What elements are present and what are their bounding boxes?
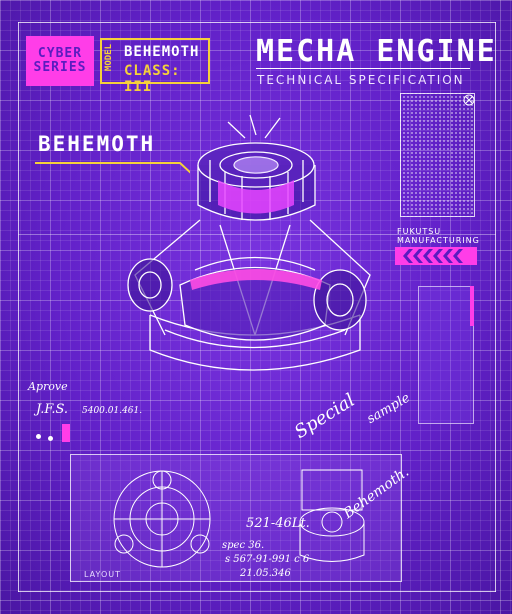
chevron-arrows-icon bbox=[395, 247, 477, 265]
frame-top bbox=[18, 22, 496, 23]
layout-panel bbox=[70, 454, 402, 582]
approval-initials: J.F.S. bbox=[36, 402, 69, 417]
layout-drawing bbox=[113, 470, 211, 568]
marker-dot bbox=[36, 434, 41, 439]
layout-label: LAYOUT bbox=[84, 570, 121, 579]
manufacturer-label: FUKUTSU MANUFACTURING bbox=[397, 227, 487, 245]
manufacturer-line2: MANUFACTURING bbox=[397, 236, 480, 245]
specs-note: spec 36. bbox=[222, 540, 265, 551]
frame-left bbox=[18, 22, 19, 592]
page-subtitle: TECHNICAL SPECIFICATION bbox=[257, 73, 465, 87]
side-title-underline bbox=[35, 162, 190, 174]
model-tag: MODEL bbox=[104, 44, 114, 72]
series-badge: CYBER SERIES bbox=[26, 36, 94, 86]
frame-bottom bbox=[18, 591, 496, 592]
side-view-drawing bbox=[299, 469, 365, 562]
model-name: BEHEMOTH bbox=[124, 44, 200, 60]
series-badge-line2: SERIES bbox=[33, 60, 87, 75]
date-note: 21.05.346 bbox=[240, 568, 291, 579]
approve-note: Aprove bbox=[28, 380, 68, 393]
frame-right bbox=[495, 22, 496, 592]
model-class: CLASS: III bbox=[124, 63, 181, 95]
close-icon bbox=[463, 94, 475, 106]
title-underline bbox=[256, 68, 470, 69]
frame-divider bbox=[18, 234, 496, 235]
side-title: BEHEMOTH bbox=[38, 132, 156, 156]
model-box: MODEL BEHEMOTH CLASS: III bbox=[100, 38, 210, 95]
code-note: 521-46Lt. bbox=[246, 516, 310, 531]
serial-note: s 567-91-991 c 6 bbox=[225, 554, 310, 565]
series-badge-line1: CYBER bbox=[37, 46, 83, 61]
engine-illustration bbox=[127, 114, 371, 371]
marker-bar bbox=[62, 424, 70, 442]
approval-date: 5400.01.461. bbox=[82, 406, 143, 416]
manufacturer-line1: FUKUTSU bbox=[397, 227, 442, 236]
side-panel-accent bbox=[470, 286, 474, 326]
side-panel bbox=[418, 286, 474, 424]
spec-dots-panel bbox=[400, 93, 475, 217]
marker-dot bbox=[48, 436, 53, 441]
page-title: MECHA ENGINE bbox=[256, 34, 497, 69]
